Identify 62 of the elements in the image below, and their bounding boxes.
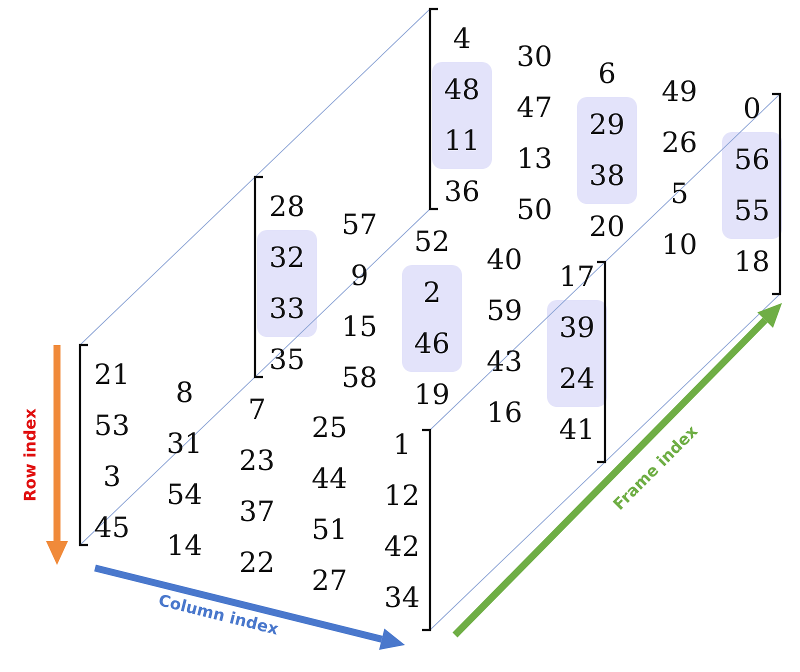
matrix-entry: 42 bbox=[384, 533, 420, 561]
matrix-entry: 59 bbox=[486, 296, 522, 324]
matrix-entry: 17 bbox=[559, 263, 595, 291]
matrix-entry: 19 bbox=[414, 381, 450, 409]
matrix-entry: 52 bbox=[414, 228, 450, 256]
matrix-entry: 22 bbox=[239, 549, 275, 577]
matrix-entry: 2 bbox=[423, 279, 441, 307]
matrix-entry: 10 bbox=[662, 230, 698, 258]
matrix-entry: 20 bbox=[589, 213, 625, 241]
matrix-entry: 32 bbox=[269, 244, 305, 272]
matrix-entry: 3 bbox=[103, 463, 121, 491]
matrix-entry: 50 bbox=[516, 196, 552, 224]
matrix-entry: 7 bbox=[248, 396, 266, 424]
matrix-entry: 6 bbox=[598, 60, 616, 88]
matrix-entry: 55 bbox=[734, 197, 770, 225]
matrix-entry: 24 bbox=[559, 365, 595, 393]
matrix-entry: 38 bbox=[589, 162, 625, 190]
matrix-entry: 39 bbox=[559, 314, 595, 342]
matrix-entry: 25 bbox=[312, 414, 348, 442]
matrix-entry: 13 bbox=[516, 144, 552, 172]
matrix-entry: 46 bbox=[414, 330, 450, 358]
matrix-entry: 15 bbox=[342, 312, 378, 340]
matrix-entry: 47 bbox=[516, 94, 552, 122]
matrix-entry: 1 bbox=[393, 431, 411, 459]
matrix-entry: 16 bbox=[486, 398, 522, 426]
matrix-entry: 18 bbox=[734, 248, 770, 276]
matrix-entry: 40 bbox=[486, 246, 522, 274]
matrix-entry: 36 bbox=[444, 178, 480, 206]
matrix-entry: 51 bbox=[312, 516, 348, 544]
axis-label: Row index bbox=[22, 408, 38, 502]
matrix-entry: 27 bbox=[312, 566, 348, 594]
matrix-entry: 23 bbox=[239, 447, 275, 475]
matrix-entry: 29 bbox=[589, 111, 625, 139]
matrix-entry: 31 bbox=[166, 430, 202, 458]
matrix-entry: 44 bbox=[312, 464, 348, 492]
axis-label: Column index bbox=[156, 592, 280, 638]
matrix-entry: 28 bbox=[269, 193, 305, 221]
matrix-entry: 53 bbox=[94, 412, 130, 440]
matrix-entry: 21 bbox=[94, 361, 130, 389]
matrix-entry: 26 bbox=[662, 128, 698, 156]
matrix-entry: 34 bbox=[384, 584, 420, 612]
matrix-entry: 8 bbox=[176, 378, 194, 406]
matrix-entry: 5 bbox=[670, 180, 688, 208]
matrix-entry: 54 bbox=[166, 480, 202, 508]
matrix-entry: 45 bbox=[94, 514, 130, 542]
matrix-entry: 56 bbox=[734, 146, 770, 174]
matrix-entry: 33 bbox=[269, 295, 305, 323]
matrix-entry: 57 bbox=[342, 210, 378, 238]
matrix-entry: 12 bbox=[384, 482, 420, 510]
matrix-entry: 43 bbox=[486, 348, 522, 376]
matrix-entry: 9 bbox=[350, 262, 368, 290]
matrix-entry: 30 bbox=[516, 42, 552, 70]
matrix-entry: 11 bbox=[444, 127, 480, 155]
matrix-entry: 48 bbox=[444, 76, 480, 104]
matrix-entry: 0 bbox=[743, 95, 761, 123]
matrix-entry: 37 bbox=[239, 498, 275, 526]
matrix-entry: 41 bbox=[559, 416, 595, 444]
matrix-entry: 14 bbox=[166, 532, 202, 560]
matrix-entry: 58 bbox=[342, 364, 378, 392]
matrix-entry: 35 bbox=[269, 346, 305, 374]
matrix-entry: 4 bbox=[453, 25, 471, 53]
matrix-entry: 49 bbox=[662, 78, 698, 106]
